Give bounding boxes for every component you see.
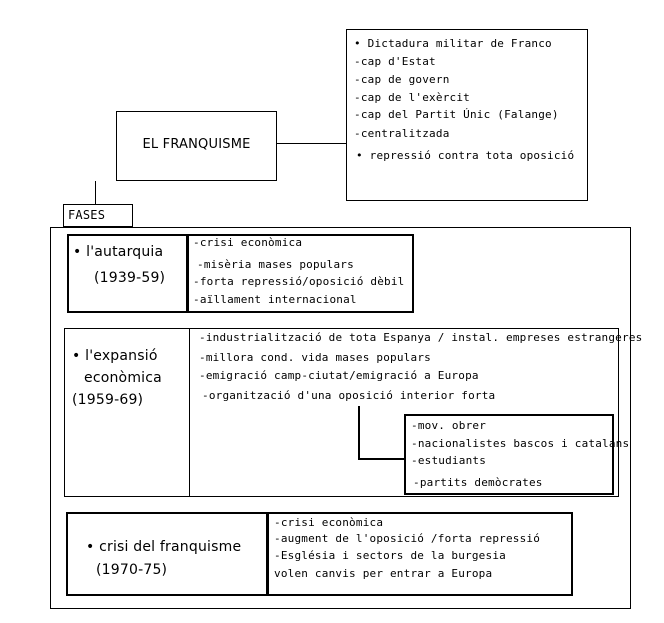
phase-label: econòmica bbox=[84, 370, 162, 386]
phase-detail: -organització d'una oposició interior fo… bbox=[202, 389, 496, 402]
dictatorship-item: -cap de l'exèrcit bbox=[354, 91, 470, 104]
phase-label-box bbox=[67, 234, 188, 313]
dictatorship-item: • Dictadura militar de Franco bbox=[354, 37, 552, 50]
phase-detail: -crisi econòmica bbox=[193, 236, 303, 249]
opposition-item: -partits demòcrates bbox=[413, 476, 543, 489]
fases-tab bbox=[63, 204, 133, 227]
phase-label: • l'autarquia bbox=[73, 244, 164, 260]
phase-label-box bbox=[66, 512, 268, 596]
dictatorship-box bbox=[346, 29, 588, 201]
dictatorship-item: -cap de govern bbox=[354, 73, 450, 86]
phase-detail: -millora cond. vida mases populars bbox=[199, 351, 431, 364]
phase-details-box bbox=[187, 234, 414, 313]
phase-label: (1970-75) bbox=[96, 562, 168, 578]
phase-detail: -misèria mases populars bbox=[197, 258, 354, 271]
phase-label: • l'expansió bbox=[72, 348, 158, 364]
connector-opposition bbox=[358, 406, 360, 459]
connector-title-fases bbox=[95, 181, 96, 205]
phase-detail: -crisi econòmica bbox=[274, 516, 384, 529]
fases-tab-label: FASES bbox=[68, 208, 106, 222]
opposition-box bbox=[404, 414, 614, 495]
connector-title-dictatorship bbox=[276, 143, 346, 144]
page-title: EL FRANQUISME bbox=[142, 137, 251, 152]
phase-detail: -industrialització de tota Espanya / ins… bbox=[199, 331, 643, 344]
phase-detail: -forta repressió/oposició dèbil bbox=[193, 275, 405, 288]
opposition-item: -mov. obrer bbox=[411, 419, 487, 432]
phase-detail: -augment de l'oposició /forta repressió bbox=[274, 532, 541, 545]
phase-detail: -emigració camp-ciutat/emigració a Europ… bbox=[199, 369, 479, 382]
phase-label: • crisi del franquisme bbox=[86, 539, 242, 555]
phase-detail: -aïllament internacional bbox=[193, 293, 357, 306]
title-box bbox=[116, 111, 277, 181]
phase-detail: volen canvis per entrar a Europa bbox=[274, 567, 493, 580]
dictatorship-item: • repressió contra tota oposició bbox=[356, 149, 575, 162]
phase-label: (1959-69) bbox=[72, 392, 144, 408]
opposition-item: -estudiants bbox=[411, 454, 487, 467]
phase-detail: -Església i sectors de la burgesia bbox=[274, 549, 506, 562]
opposition-item: -nacionalistes bascos i catalans bbox=[411, 437, 630, 450]
dictatorship-item: -cap d'Estat bbox=[354, 55, 436, 68]
phase-details-box bbox=[267, 512, 573, 596]
connector-opposition bbox=[358, 458, 406, 460]
phase-label: (1939-59) bbox=[94, 270, 166, 286]
dictatorship-item: -centralitzada bbox=[354, 127, 450, 140]
dictatorship-item: -cap del Partit Únic (Falange) bbox=[354, 108, 559, 121]
phase-label-box bbox=[64, 328, 190, 497]
